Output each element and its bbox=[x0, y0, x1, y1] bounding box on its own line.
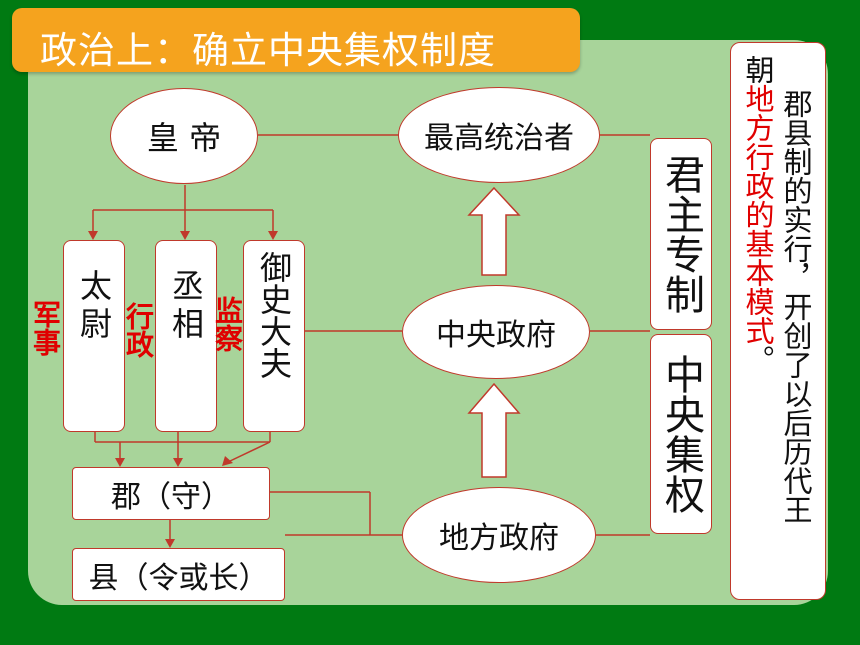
node-chengxiang: 丞相 bbox=[155, 240, 217, 432]
node-taiwei: 太尉 bbox=[63, 240, 125, 432]
node-taiwei-label: 太尉 bbox=[75, 269, 113, 345]
duty-label-supervision: 监察 bbox=[211, 296, 244, 352]
node-monarchy: 君主专制 bbox=[650, 138, 712, 330]
side-note-line1: 郡县制的实行，开创了以后历代王 bbox=[779, 89, 813, 524]
node-supreme-ruler: 最高统治者 bbox=[398, 87, 600, 183]
duty-label-administration: 行政 bbox=[122, 302, 155, 358]
side-note-highlight: 地方行政的基本模式 bbox=[741, 84, 775, 345]
node-local-gov: 地方政府 bbox=[402, 487, 596, 583]
node-centralization: 中央集权 bbox=[650, 334, 712, 534]
title-banner: 政治上：确立中央集权制度 bbox=[12, 8, 580, 72]
side-note-line2-suffix: 。 bbox=[741, 345, 775, 374]
node-central-gov-label: 中央政府 bbox=[436, 318, 556, 353]
arrow-up-to-supreme bbox=[467, 186, 521, 276]
node-jun-label: 郡（守） bbox=[111, 479, 231, 515]
node-local-gov-label: 地方政府 bbox=[439, 521, 559, 556]
node-emperor-label: 皇 帝 bbox=[146, 119, 222, 157]
arrow-up-to-central bbox=[467, 382, 521, 478]
node-xian-label: 县（令或长） bbox=[88, 560, 269, 596]
side-note-line2-prefix: 朝 bbox=[741, 55, 775, 84]
page-title: 政治上：确立中央集权制度 bbox=[40, 29, 496, 72]
node-xian: 县（令或长） bbox=[72, 548, 285, 601]
node-jun: 郡（守） bbox=[72, 467, 270, 520]
node-supreme-ruler-label: 最高统治者 bbox=[424, 121, 574, 156]
node-yushi: 御史大夫 bbox=[243, 240, 305, 432]
side-note-box: 郡县制的实行，开创了以后历代王 朝地方行政的基本模式。 bbox=[730, 42, 826, 600]
side-note-line2: 朝地方行政的基本模式。 bbox=[741, 55, 775, 374]
node-central-gov: 中央政府 bbox=[402, 285, 590, 379]
node-centralization-label: 中央集权 bbox=[658, 354, 704, 514]
node-yushi-label: 御史大夫 bbox=[255, 251, 293, 379]
node-emperor: 皇 帝 bbox=[110, 88, 258, 184]
duty-label-military: 军事 bbox=[29, 300, 62, 356]
node-monarchy-label: 君主专制 bbox=[658, 154, 704, 314]
node-chengxiang-label: 丞相 bbox=[167, 269, 205, 345]
